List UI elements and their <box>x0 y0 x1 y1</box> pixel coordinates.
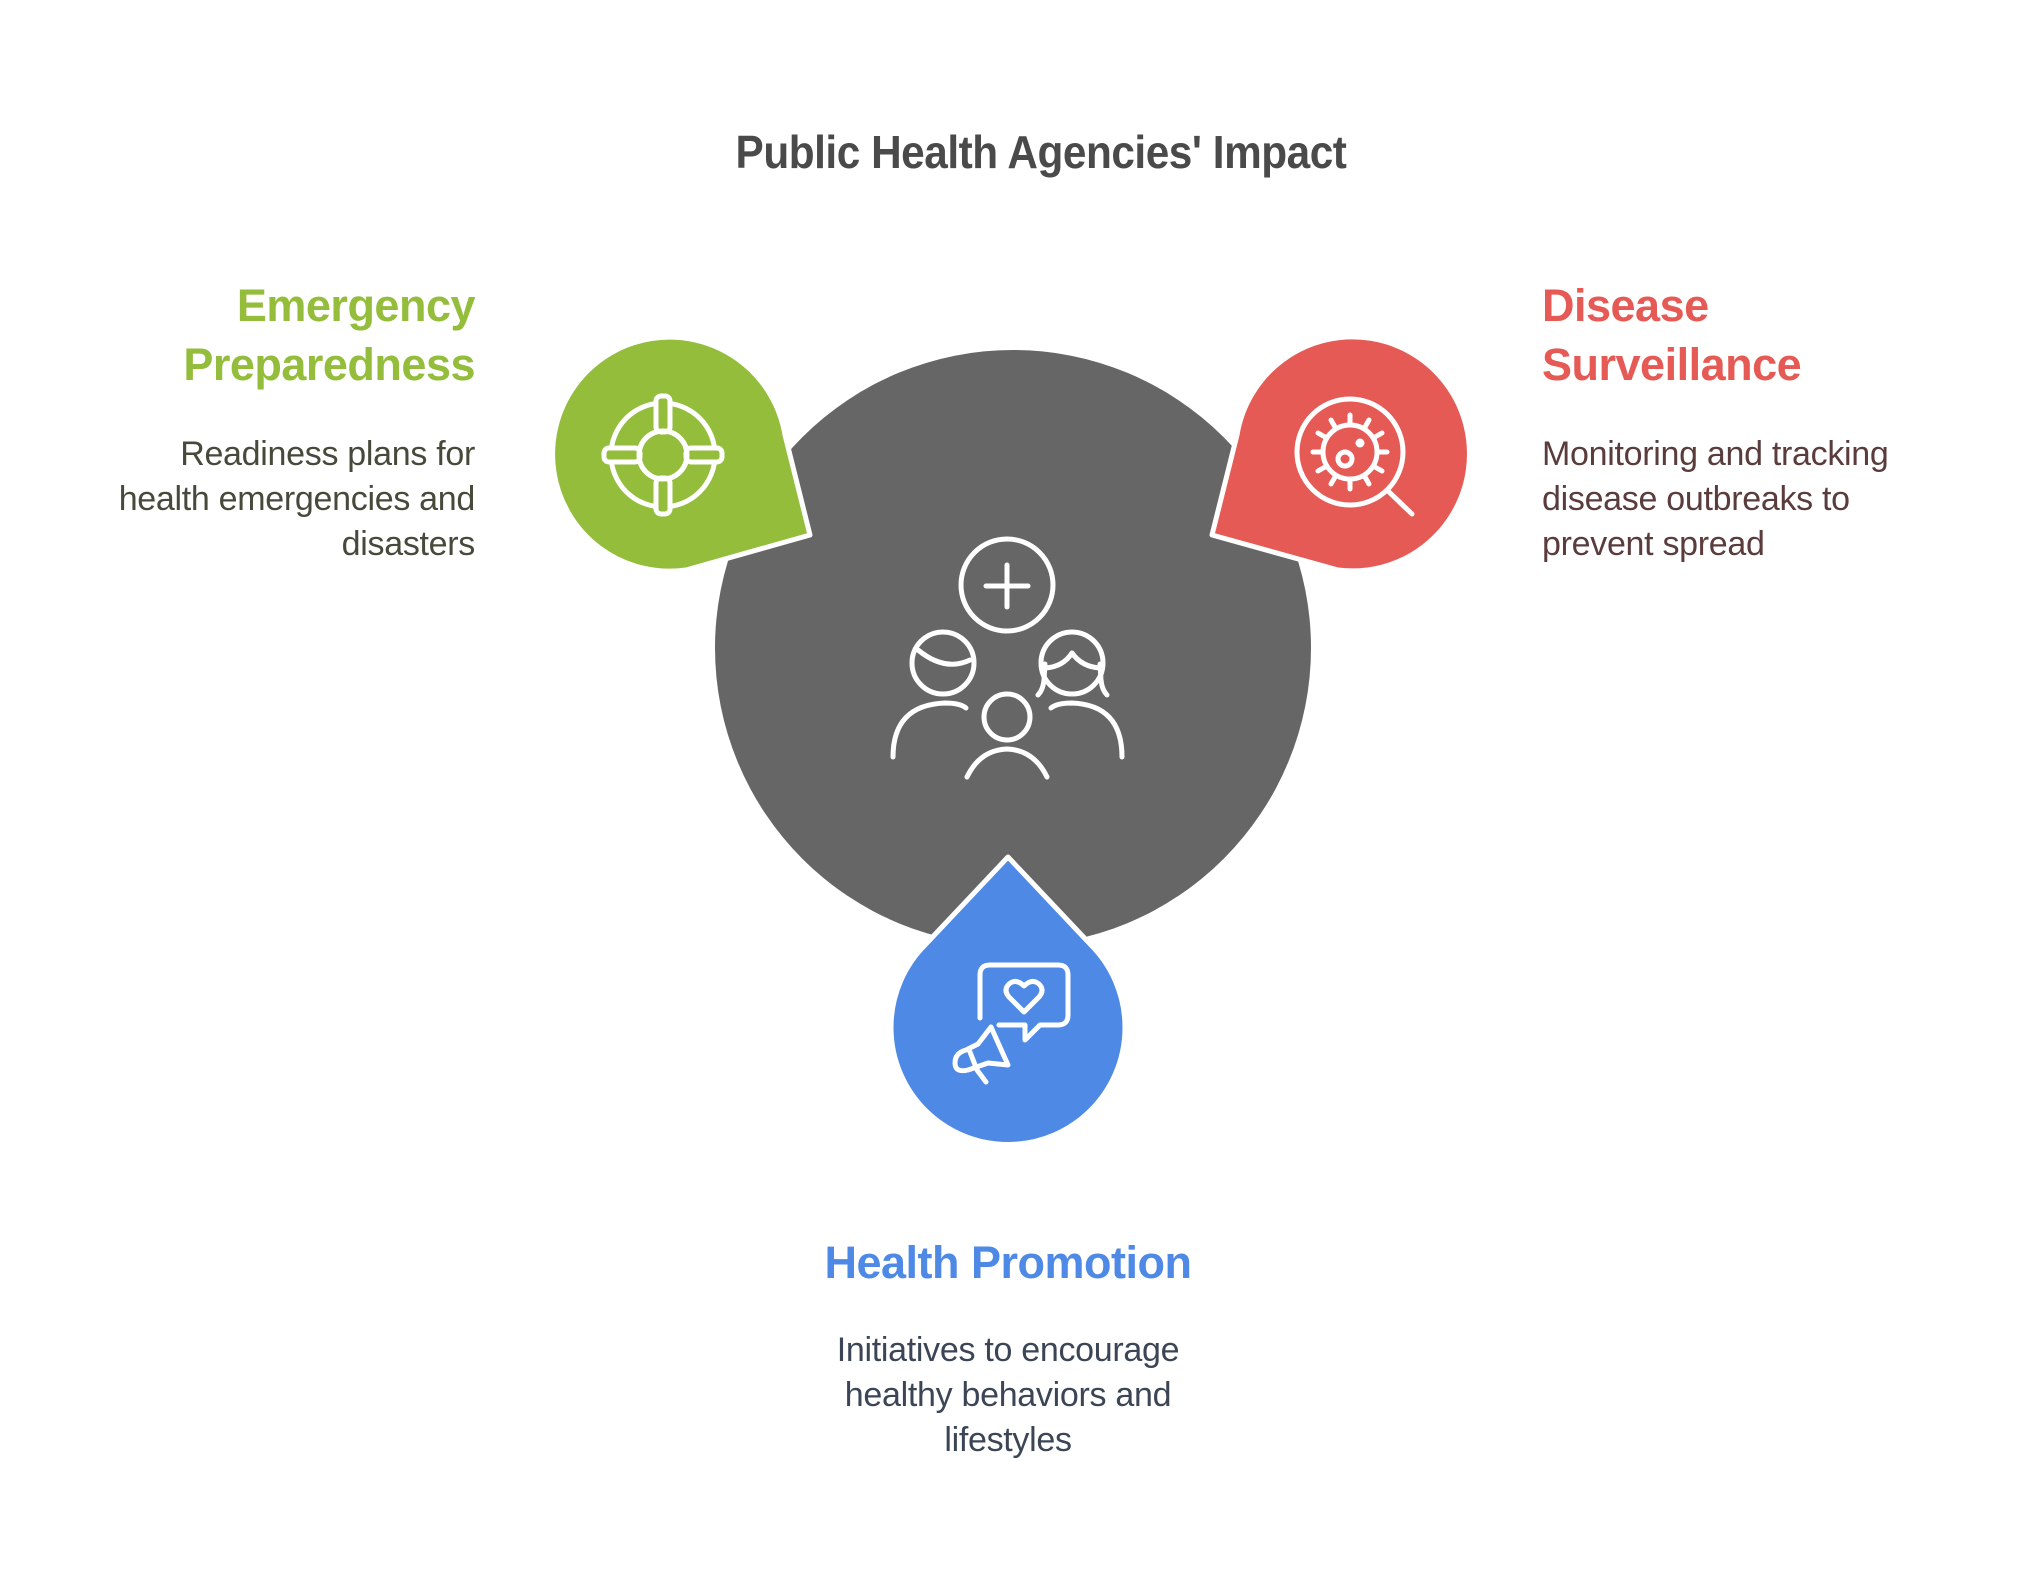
description-line: Monitoring and tracking <box>1542 435 1889 473</box>
disease-surveillance-node <box>1209 334 1472 574</box>
heading-line: Health Promotion <box>824 1237 1192 1288</box>
heading-line: Disease <box>1542 280 1709 331</box>
emergency-preparedness-node <box>550 334 813 574</box>
disease-surveillance-description: Monitoring and tracking disease outbreak… <box>1542 432 1889 567</box>
emergency-preparedness-heading: Emergency Preparedness <box>183 276 475 394</box>
central-hub <box>715 350 1311 946</box>
health-promotion-heading: Health Promotion <box>708 1233 1308 1292</box>
community-health-icon <box>890 536 1125 780</box>
disease-surveillance-heading: Disease Surveillance <box>1542 276 1802 394</box>
description-line: Initiatives to encourage <box>836 1331 1180 1369</box>
heading-line: Preparedness <box>183 339 475 390</box>
heading-line: Emergency <box>236 280 476 331</box>
health-promotion-description: Initiatives to encourage healthy behavio… <box>708 1328 1308 1463</box>
megaphone-heart-icon <box>952 962 1071 1085</box>
description-line: health emergencies and <box>118 480 476 518</box>
diagram-title-text: Public Health Agencies' Impact <box>735 126 1347 178</box>
description-line: Readiness plans for <box>180 435 475 473</box>
health-promotion-node <box>888 854 1128 1147</box>
heading-line: Surveillance <box>1542 339 1802 390</box>
description-line: disease outbreaks to <box>1542 480 1850 518</box>
virus-magnifier-icon <box>1294 396 1415 517</box>
diagram-title: Public Health Agencies' Impact <box>0 124 2018 180</box>
description-line: prevent spread <box>1542 525 1765 563</box>
description-line: lifestyles <box>944 1421 1072 1459</box>
description-line: healthy behaviors and <box>844 1376 1172 1414</box>
lifebuoy-icon <box>601 393 725 517</box>
emergency-preparedness-description: Readiness plans for health emergencies a… <box>118 432 476 567</box>
description-line: disasters <box>341 525 476 563</box>
